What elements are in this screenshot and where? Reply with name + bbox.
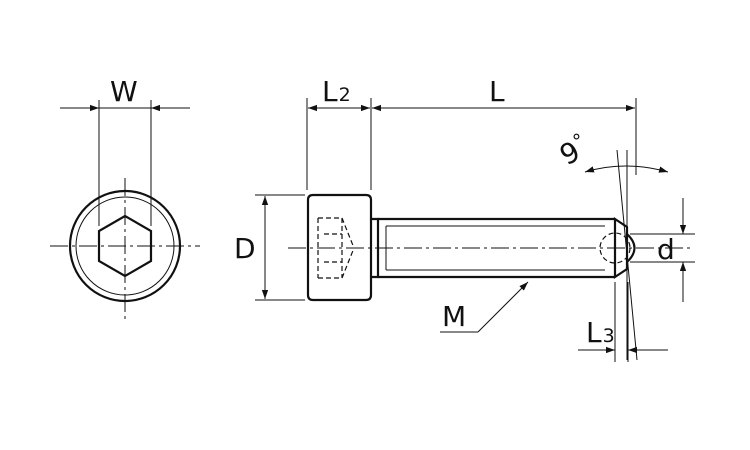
head-length-label: L2 — [322, 75, 351, 108]
angle-inclined-line — [616, 149, 638, 361]
end-view: W — [50, 75, 200, 322]
tip-length-label: L3 — [586, 316, 615, 349]
screw-head — [306, 193, 373, 302]
angle-label: 9° — [554, 129, 594, 172]
diameter-label: D — [234, 232, 256, 265]
tip-diameter-label: d — [657, 233, 675, 266]
length-label: L — [489, 75, 505, 108]
width-label: W — [110, 75, 138, 108]
hidden-socket — [317, 217, 355, 279]
ball-protrusion — [626, 233, 636, 263]
angle-arc — [584, 165, 669, 173]
thread-leader — [477, 281, 529, 333]
thread-label: M — [442, 300, 466, 333]
side-view: D L2 L 9° d M L3 — [234, 75, 695, 362]
